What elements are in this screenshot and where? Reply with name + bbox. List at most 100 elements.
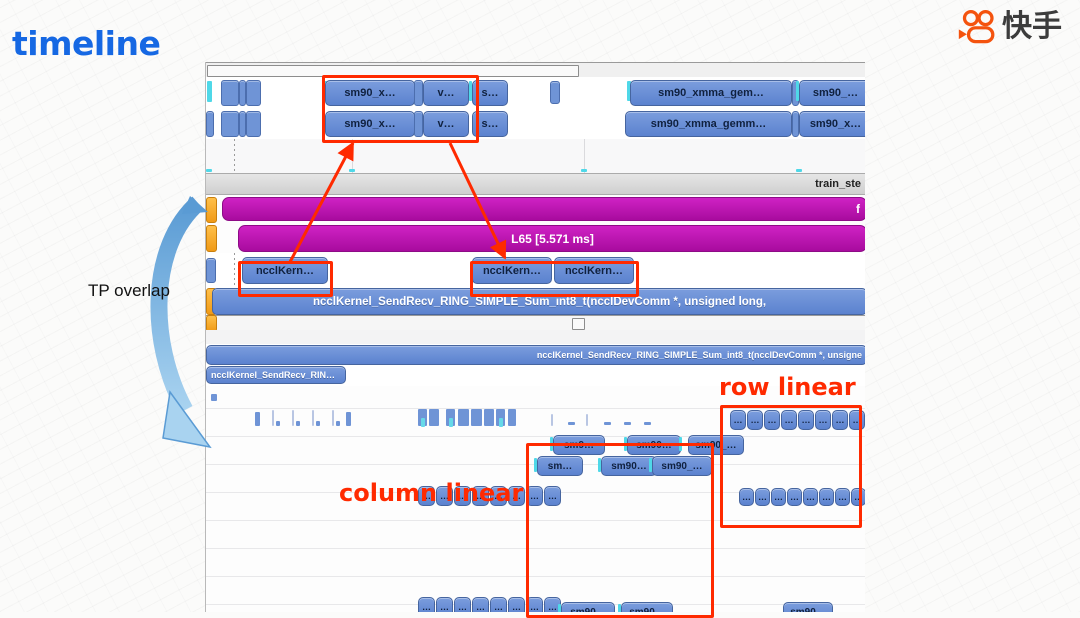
brand-logo: 快手 — [955, 10, 1062, 44]
kernel-block-ellipsis[interactable]: … — [798, 410, 814, 430]
cyan-marker — [796, 81, 799, 101]
kernel-block-small[interactable] — [414, 111, 423, 137]
magenta-span-L65[interactable]: L65 [5.571 ms] — [238, 225, 865, 252]
kernel-track-empty[interactable] — [206, 139, 865, 174]
kernel-block[interactable]: sm9… — [553, 435, 605, 455]
kernel-block[interactable]: sm90_… — [799, 80, 865, 106]
kernel-block-ellipsis[interactable]: … — [815, 410, 831, 430]
nccl-kernel-long[interactable]: ncclKernel_SendRecv_RING_SIMPLE_Sum_int8… — [212, 288, 865, 315]
kernel-block[interactable]: sm90… — [621, 602, 673, 612]
kernel-block[interactable]: v… — [423, 80, 469, 106]
kernel-block-ellipsis[interactable]: … — [755, 488, 770, 506]
kernel-block-small[interactable] — [239, 80, 246, 106]
kernel-block-ellipsis[interactable]: … — [418, 597, 435, 612]
kernel-block-ellipsis[interactable]: … — [436, 486, 453, 506]
kernel-block-ellipsis[interactable]: … — [849, 410, 865, 430]
kernel-track-row-0[interactable]: sm90_x… v… s… sm90_xmma_gem… sm90_… — [206, 77, 865, 109]
kernel-block[interactable]: sm90… — [601, 456, 657, 476]
kernel-block-ellipsis[interactable]: … — [490, 486, 507, 506]
nccl-small-track[interactable]: ncclKern… ncclKern… ncclKern… — [206, 253, 865, 288]
kernel-block[interactable]: sm90_… — [688, 435, 744, 455]
cyan-marker — [469, 81, 472, 101]
horizontal-scrollbar-inner[interactable] — [206, 315, 865, 332]
kernel-block-ellipsis[interactable]: … — [472, 486, 489, 506]
nccl-kernel-block[interactable]: ncclKern… — [242, 257, 328, 284]
kernel-block-small[interactable] — [221, 80, 239, 106]
kernel-block-ellipsis[interactable]: … — [819, 488, 834, 506]
nccl-kernel-block[interactable]: ncclKern… — [472, 257, 552, 284]
kernel-block[interactable]: sm90_xmma_gemm… — [625, 111, 792, 137]
kernel-block-ellipsis[interactable]: … — [832, 410, 848, 430]
kernel-block-small[interactable] — [239, 111, 246, 137]
nccl-kernel-long[interactable]: ncclKernel_SendRecv_RING_SIMPLE_Sum_int8… — [206, 345, 865, 365]
kernel-block-ellipsis[interactable]: … — [508, 597, 525, 612]
orange-tab[interactable] — [206, 225, 217, 252]
nccl-long-track-0[interactable]: ncclKernel_SendRecv_RING_SIMPLE_Sum_int8… — [206, 287, 865, 316]
kernel-block[interactable]: sm90_… — [652, 456, 712, 476]
kernel-block-ellipsis[interactable]: … — [851, 488, 865, 506]
kernel-block-ellipsis[interactable]: … — [835, 488, 850, 506]
kernel-block-ellipsis[interactable]: … — [544, 486, 561, 506]
nccl-kernel-short[interactable]: ncclKernel_SendRecv_RIN… — [206, 366, 346, 384]
kernel-block[interactable]: sm90_x… — [799, 111, 865, 137]
bar-cluster-item — [446, 409, 455, 426]
kernel-block[interactable]: sm… — [537, 456, 583, 476]
kernel-block-small[interactable] — [206, 258, 216, 283]
kernel-block-ellipsis[interactable]: … — [739, 488, 754, 506]
kernel-block-ellipsis[interactable]: … — [803, 488, 818, 506]
tick-marker — [292, 410, 294, 426]
kernel-block-small[interactable] — [414, 80, 423, 106]
kernel-block-ellipsis[interactable]: … — [454, 597, 471, 612]
kernel-block-ellipsis[interactable]: … — [764, 410, 780, 430]
kernel-block-small[interactable] — [550, 81, 560, 104]
kernel-block-ellipsis[interactable]: … — [472, 597, 489, 612]
scrollbar-thumb[interactable] — [207, 65, 579, 77]
kernel-block[interactable]: sm90… — [627, 435, 681, 455]
time-guide-line — [352, 139, 353, 173]
kernel-block[interactable]: sm90_xmma_gem… — [630, 80, 792, 106]
magenta-span-forward[interactable]: f — [222, 197, 865, 221]
kernel-block-small[interactable] — [206, 111, 214, 137]
kernel-block-ellipsis[interactable]: … — [436, 597, 453, 612]
kernel-block-small[interactable] — [246, 111, 261, 137]
kernel-block[interactable]: s… — [472, 111, 508, 137]
kernel-block-ellipsis[interactable]: … — [526, 486, 543, 506]
nccl-long-track-1[interactable]: ncclKernel_SendRecv_RING_SIMPLE_Sum_int8… — [206, 344, 865, 366]
lower-timeline-pane[interactable]: …………………… …………………… sm9… sm90… sm90_… sm… … — [206, 388, 865, 612]
kernel-block[interactable]: sm90_x… — [325, 80, 415, 106]
row-linear-bottom-group[interactable]: …………………… — [739, 488, 865, 506]
kernel-block-ellipsis[interactable]: … — [747, 410, 763, 430]
mid-blue-group[interactable]: …………………… — [418, 486, 561, 506]
tick-marker — [604, 422, 611, 425]
kernel-block-small[interactable] — [792, 111, 799, 137]
kernel-block-ellipsis[interactable]: … — [781, 410, 797, 430]
orange-tab[interactable] — [206, 197, 217, 223]
kernel-block-ellipsis[interactable]: … — [771, 488, 786, 506]
kernel-block[interactable]: s… — [472, 80, 508, 106]
row-linear-top-group[interactable]: …………………… — [730, 410, 865, 430]
nccl-kernel-block[interactable]: ncclKern… — [554, 257, 634, 284]
scrollbar-thumb-inner[interactable] — [572, 318, 585, 330]
kernel-block-small[interactable] — [221, 111, 239, 137]
cyan-marker — [649, 458, 652, 472]
kernel-block-ellipsis[interactable]: … — [508, 486, 525, 506]
horizontal-scrollbar-top[interactable] — [206, 62, 865, 78]
kernel-block-ellipsis[interactable]: … — [787, 488, 802, 506]
kernel-block-ellipsis[interactable]: … — [490, 597, 507, 612]
kernel-block-ellipsis[interactable]: … — [730, 410, 746, 430]
nccl-long-track-2[interactable]: ncclKernel_SendRecv_RIN… — [206, 366, 865, 386]
tick-marker — [316, 421, 320, 426]
kernel-track-row-1[interactable]: sm90_x… v… s… sm90_xmma_gemm… sm90_x… — [206, 108, 865, 140]
kernel-block[interactable]: v… — [423, 111, 469, 137]
kernel-block[interactable]: sm90… — [561, 602, 615, 612]
kernel-block-ellipsis[interactable]: … — [526, 597, 543, 612]
kernel-block-ellipsis[interactable]: … — [454, 486, 471, 506]
magenta-track-0[interactable]: f — [206, 195, 865, 224]
kernel-block-ellipsis[interactable]: … — [418, 486, 435, 506]
kernel-block[interactable]: sm90_x… — [325, 111, 415, 137]
profiler-timeline-window[interactable]: sm90_x… v… s… sm90_xmma_gem… sm90_… sm90… — [205, 62, 865, 612]
magenta-track-1[interactable]: L65 [5.571 ms] — [206, 223, 865, 254]
kernel-block-small[interactable] — [246, 80, 261, 106]
kernel-block[interactable]: sm90… — [783, 602, 833, 612]
bottom-blue-group[interactable]: …………………… — [418, 597, 561, 612]
